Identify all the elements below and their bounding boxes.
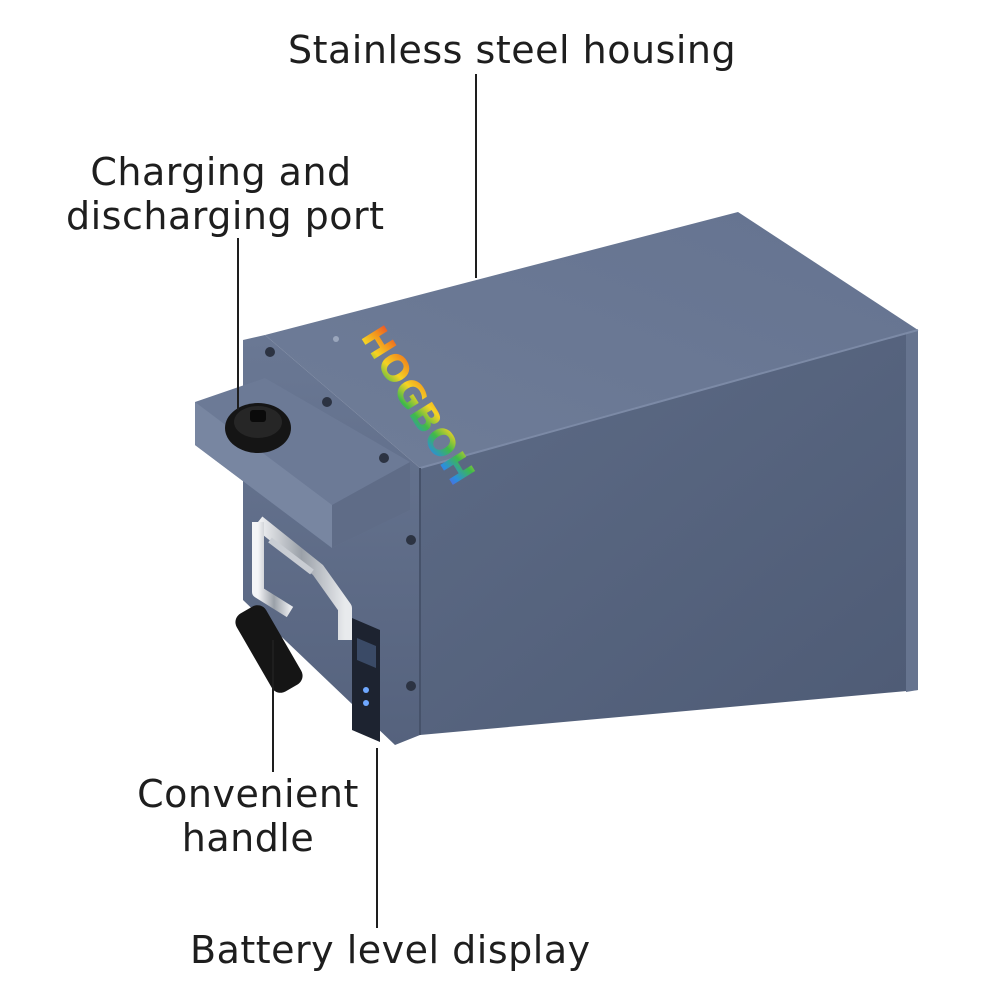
- callout-battery-level-display: Battery level display: [190, 928, 591, 972]
- callout-text: Convenient: [137, 772, 359, 816]
- screw: [265, 347, 275, 357]
- callout-text: discharging port: [66, 194, 385, 238]
- charging-port: [225, 403, 291, 453]
- housing-right-edge: [906, 330, 918, 692]
- screw: [379, 453, 389, 463]
- indicator-dot: [333, 336, 339, 342]
- end-cap-lid-front: [332, 462, 410, 548]
- housing-edge-line: [419, 329, 919, 469]
- callout-text: handle: [181, 816, 315, 860]
- housing-front-face: [420, 330, 918, 735]
- callout-stainless-steel-housing: Stainless steel housing: [288, 28, 736, 72]
- battery-level-display: [352, 618, 380, 742]
- screw: [406, 535, 416, 545]
- screw: [406, 681, 416, 691]
- handle: [235, 516, 352, 693]
- callout-convenient-handle: Convenient handle: [130, 772, 366, 860]
- screw: [322, 397, 332, 407]
- callout-text: Battery level display: [190, 928, 591, 972]
- callout-text: Charging and: [90, 150, 352, 194]
- callout-charging-port: Charging and discharging port: [66, 150, 385, 238]
- housing-top-face: [265, 212, 918, 468]
- callout-text: Stainless steel housing: [288, 28, 737, 72]
